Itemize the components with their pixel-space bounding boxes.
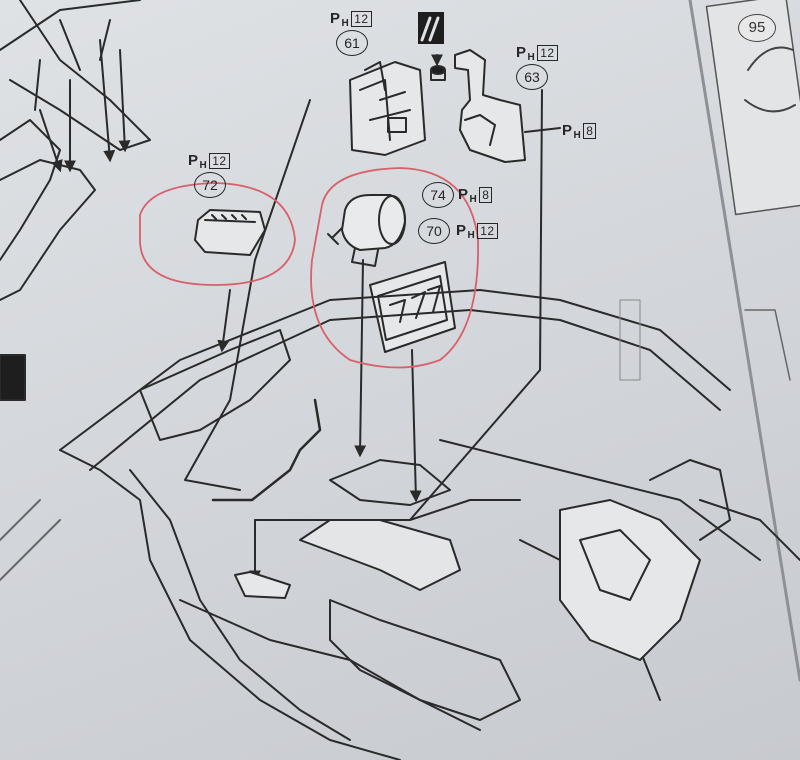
- highlight-circles: [139, 167, 479, 369]
- part-61-number: 61: [336, 30, 368, 56]
- page-number: 95: [738, 14, 776, 42]
- part-74-number: 74: [422, 182, 454, 208]
- part-70-number: 70: [418, 218, 450, 244]
- highlight-part-72: [139, 182, 296, 286]
- part-72-number: 72: [194, 172, 226, 198]
- highlight-parts-74-70: [310, 167, 479, 369]
- part-63-number: 63: [516, 64, 548, 90]
